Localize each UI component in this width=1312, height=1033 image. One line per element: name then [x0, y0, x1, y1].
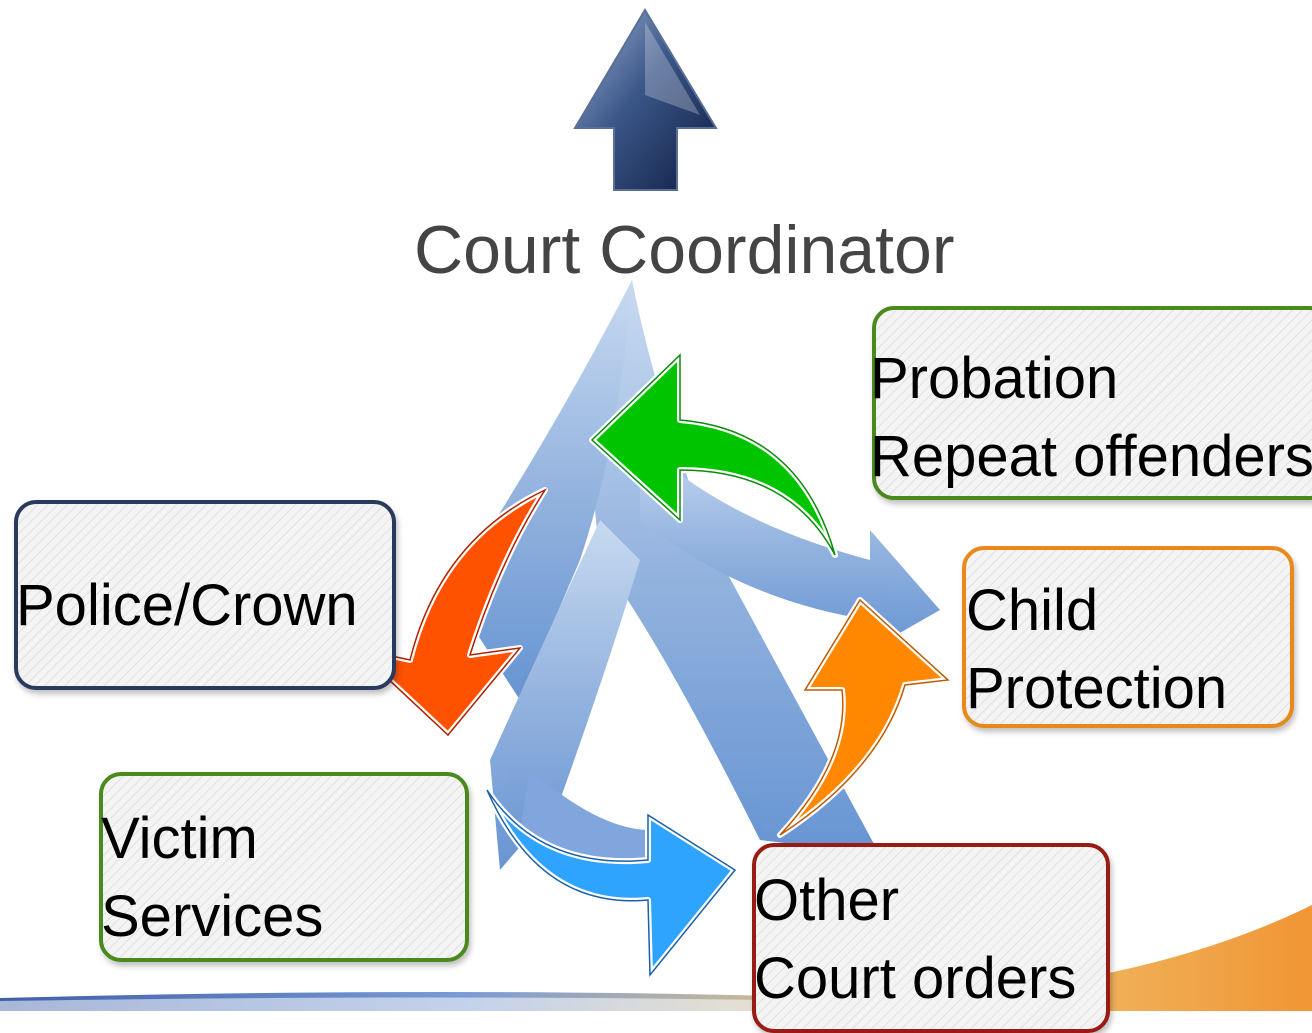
- victim-services-box: [99, 772, 469, 962]
- victim-services-line-1: Victim: [101, 806, 258, 871]
- other-court-orders-box: [752, 843, 1110, 1033]
- curved-arrow-icon: [589, 352, 838, 558]
- fan-arrows: [455, 280, 940, 900]
- child-protection-box: [962, 546, 1294, 728]
- other-court-orders-label: Other Court orders: [754, 862, 1076, 1018]
- curved-arrow-icon: [484, 787, 738, 978]
- child-protection-line-1: Child: [966, 578, 1099, 643]
- child-protection-label: Child Protection: [966, 572, 1227, 728]
- probation-box: [872, 306, 1312, 500]
- curved-arrow-icon: [777, 597, 951, 838]
- other-court-orders-line-1: Other: [754, 868, 900, 933]
- probation-label: Probation Repeat offenders: [870, 340, 1312, 496]
- diagram-title: Court Coordinator: [414, 212, 955, 288]
- probation-line-1: Probation: [870, 346, 1119, 411]
- police-crown-label: Police/Crown: [16, 567, 358, 645]
- police-crown-box: [14, 500, 396, 690]
- other-court-orders-line-2: Court orders: [754, 946, 1077, 1011]
- child-protection-line-2: Protection: [966, 656, 1228, 721]
- diagram-stage: Court Coordinator Probation Repeat offen…: [0, 8, 1312, 1033]
- victim-services-line-2: Services: [101, 884, 324, 949]
- probation-line-2: Repeat offenders: [870, 424, 1312, 489]
- up-arrow-icon: [573, 8, 718, 191]
- police-crown-line-1: Police/Crown: [16, 573, 358, 638]
- victim-services-label: Victim Services: [101, 800, 323, 956]
